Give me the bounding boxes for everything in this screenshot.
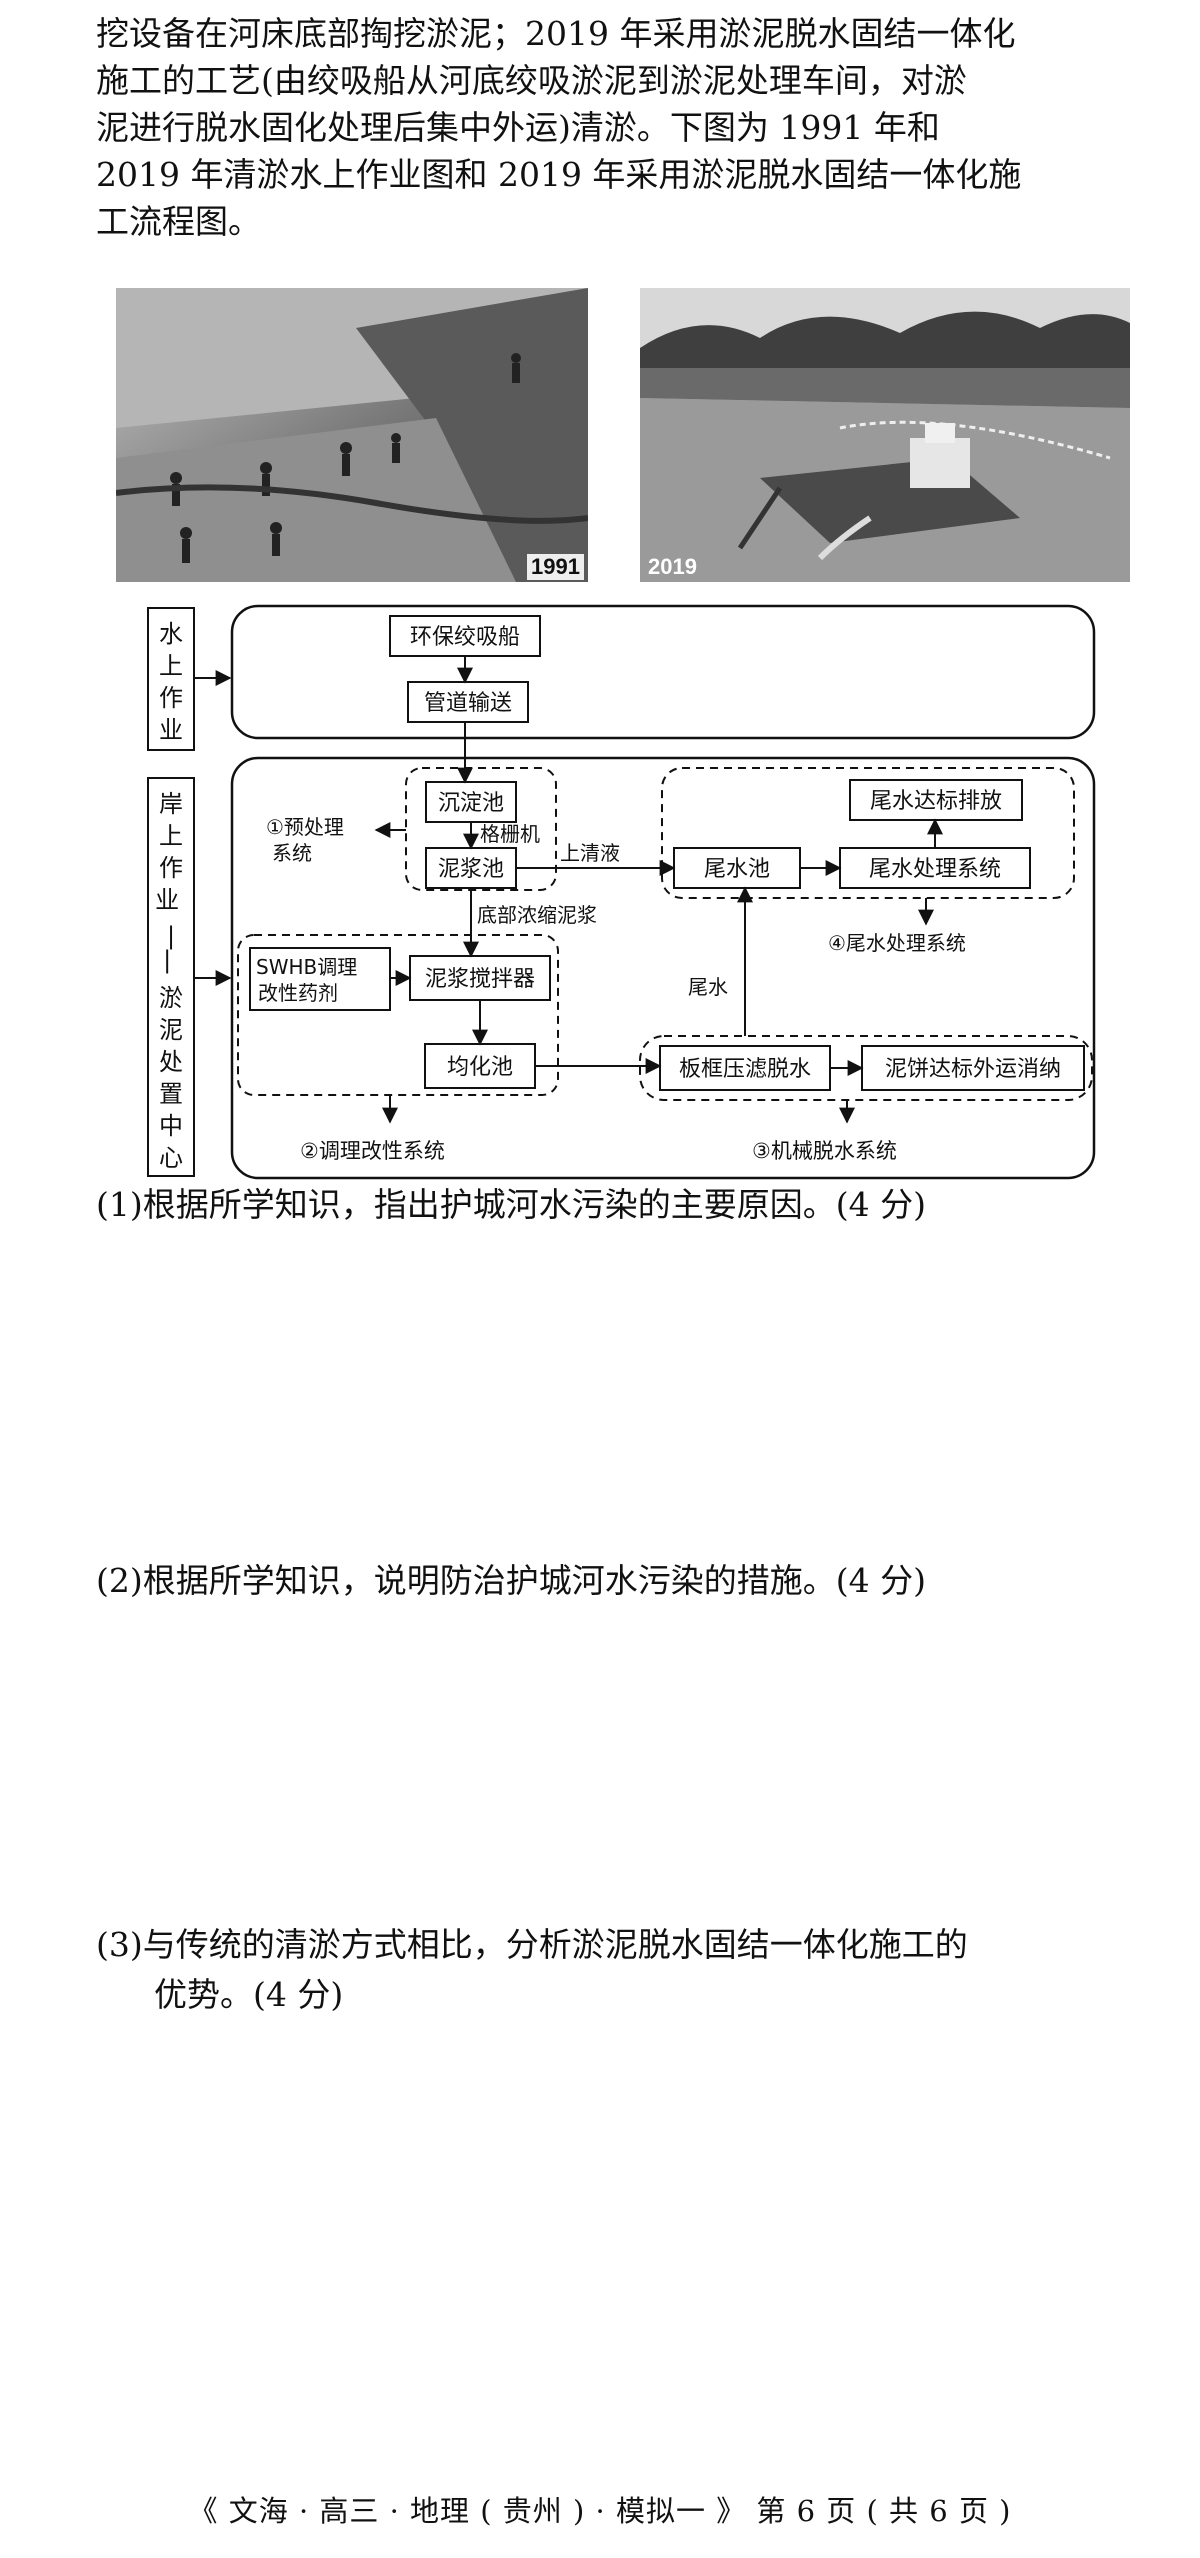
group-pretreat [405, 767, 557, 891]
label-tail-system: ④尾水处理系统 [828, 931, 966, 955]
question-2: (2)根据所学知识，说明防治护城河水污染的措施。(4 分) [96, 1556, 926, 1606]
photo-year-label: 1991 [527, 554, 584, 580]
question-1: (1)根据所学知识，指出护城河水污染的主要原因。(4 分) [96, 1180, 926, 1230]
label-tail-discharge: 尾水达标排放 [870, 789, 1002, 814]
group-conditioning [237, 934, 559, 1096]
group-mech [639, 1035, 1093, 1101]
label-bottom-mud: 底部浓缩泥浆 [477, 903, 597, 927]
question-1-text: (1)根据所学知识，指出护城河水污染的主要原因。(4 分) [96, 1185, 926, 1224]
page-footer: 《 文海 · 高三 · 地理 ( 贵州 ) · 模拟一 》 第 6 页 ( 共 … [188, 2494, 1012, 2528]
label-grate: 格栅机 [480, 822, 540, 846]
label-homogen: 均化池 [447, 1055, 513, 1080]
shore-area-box [230, 756, 1096, 1180]
label-cond-system: ②调理改性系统 [300, 1139, 445, 1163]
question-3-line2: 优势。(4 分) [154, 1975, 344, 2014]
photo-2019-image [640, 288, 1130, 582]
question-3-line1: (3)与传统的清淤方式相比，分析淤泥脱水固结一体化施工的 [96, 1925, 968, 1964]
photo-year-label: 2019 [648, 554, 697, 579]
label-supernatant: 上清液 [560, 841, 620, 865]
label-slurry: 泥浆池 [438, 857, 504, 882]
label-tail-pool: 尾水池 [704, 857, 770, 882]
flow-diagram: 水上作业 岸上作业 || 淤泥处置中心 环保绞吸船 管道输送 沉淀池 格栅机 泥… [140, 598, 1100, 1182]
group-tail [661, 767, 1075, 899]
intro-line: 施工的工艺(由绞吸船从河底绞吸淤泥到淤泥处理车间，对淤 [96, 61, 967, 100]
label-swhb: SWHB调理改性药剂 [256, 955, 357, 1005]
label-mech-system: ③机械脱水系统 [752, 1139, 897, 1163]
intro-line: 工流程图。 [96, 202, 261, 241]
label-ship: 环保绞吸船 [410, 625, 520, 650]
label-mixer: 泥浆搅拌器 [425, 967, 535, 992]
label-tail-water: 尾水 [688, 975, 728, 999]
label-pretreat: ①预处理系统 [266, 815, 344, 865]
label-press: 板框压滤脱水 [679, 1057, 811, 1082]
label-tail-treat: 尾水处理系统 [869, 857, 1001, 882]
photo-2019: 2019 [640, 288, 1130, 582]
label-pipe: 管道输送 [424, 691, 512, 716]
question-3: (3)与传统的清淤方式相比，分析淤泥脱水固结一体化施工的 优势。(4 分) [96, 1920, 968, 2020]
photo-1991-image [116, 288, 588, 582]
water-area-box [230, 604, 1096, 740]
side-label-water: 水上作业 [159, 620, 183, 744]
intro-paragraph: 挖设备在河床底部掏挖淤泥；2019 年采用淤泥脱水固结一体化 施工的工艺(由绞吸… [96, 10, 1156, 245]
side-label-shore: 岸上作业 || 淤泥处置中心 [155, 790, 187, 1172]
intro-line: 挖设备在河床底部掏挖淤泥；2019 年采用淤泥脱水固结一体化 [96, 14, 1016, 53]
question-2-text: (2)根据所学知识，说明防治护城河水污染的措施。(4 分) [96, 1561, 926, 1600]
intro-line: 2019 年清淤水上作业图和 2019 年采用淤泥脱水固结一体化施 [96, 155, 1022, 194]
label-settling: 沉淀池 [438, 791, 504, 816]
label-cake: 泥饼达标外运消纳 [885, 1057, 1061, 1082]
photo-1991: 1991 [116, 288, 588, 582]
intro-line: 泥进行脱水固化处理后集中外运)清淤。下图为 1991 年和 [96, 108, 940, 147]
